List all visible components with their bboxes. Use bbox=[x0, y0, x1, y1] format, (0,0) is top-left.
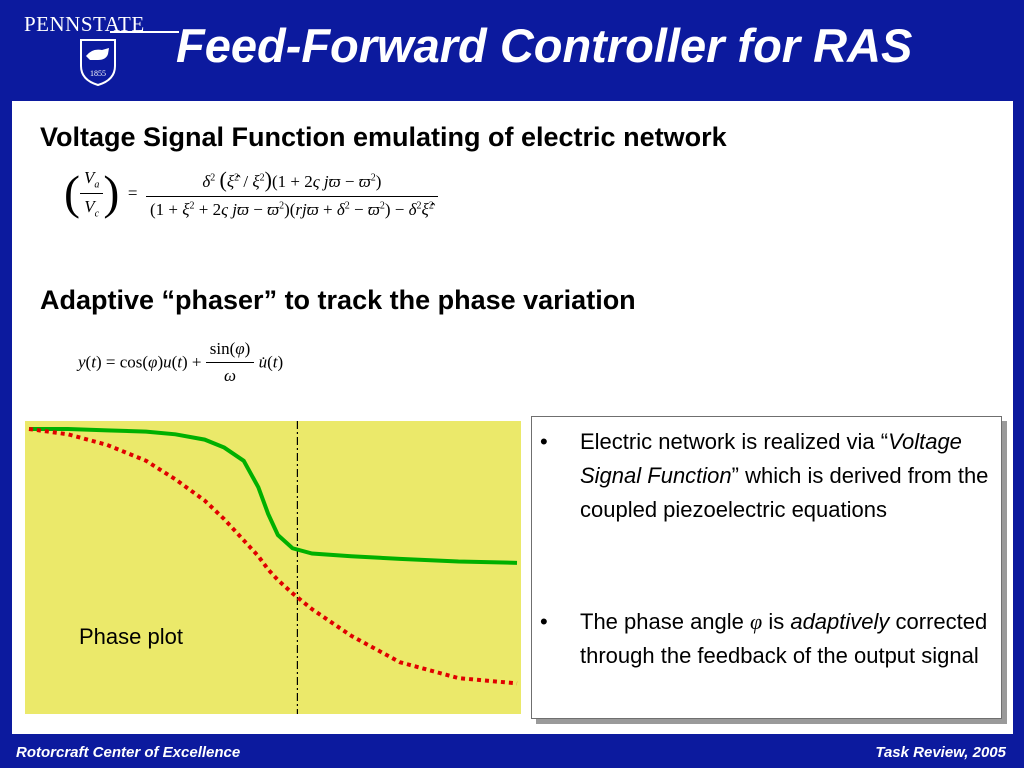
bullet-text: Electric network is realized via “Voltag… bbox=[580, 429, 989, 522]
adaptive-phaser-heading: Adaptive “phaser” to track the phase var… bbox=[40, 285, 636, 315]
pennstate-logo: PENNSTATE 1855 bbox=[14, 8, 179, 88]
bullet-box: • Electric network is realized via “Volt… bbox=[531, 416, 1002, 719]
footer-organization: Rotorcraft Center of Excellence bbox=[16, 744, 241, 761]
logo-rule bbox=[110, 31, 179, 33]
slide-title: Feed-Forward Controller for RAS bbox=[176, 19, 913, 72]
phase-plot-chart bbox=[25, 421, 521, 714]
footer-event: Task Review, 2005 bbox=[875, 744, 1006, 761]
voltage-signal-heading: Voltage Signal Function emulating of ele… bbox=[40, 122, 727, 152]
phase-plot-svg bbox=[28, 421, 518, 714]
series-line-1 bbox=[29, 427, 518, 565]
phase-plot-label: Phase plot bbox=[79, 624, 183, 649]
bullet-text: The phase angle φ is adaptively correcte… bbox=[580, 609, 988, 668]
nittany-lion-shield-icon: 1855 bbox=[80, 39, 116, 86]
bullet-marker: • bbox=[540, 609, 548, 634]
bullet-marker: • bbox=[540, 429, 548, 454]
svg-text:1855: 1855 bbox=[90, 69, 106, 78]
phaser-equation: y(t) = cos(φ)u(t) + sin(φ)ω u̇(t) bbox=[78, 339, 284, 385]
logo-wordmark: PENNSTATE bbox=[24, 12, 145, 36]
series-line-2 bbox=[28, 427, 518, 686]
